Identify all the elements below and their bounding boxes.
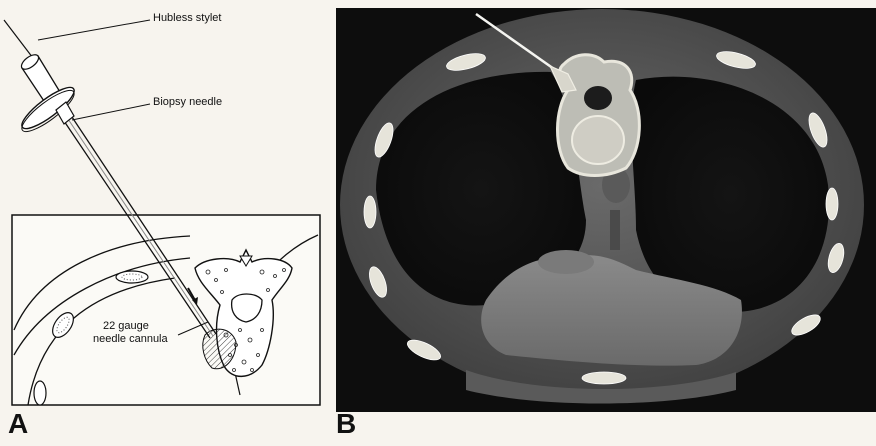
ct-vertebra bbox=[558, 55, 640, 176]
ct-mediastinal-node bbox=[538, 250, 594, 274]
panel-b-ct-image: B bbox=[336, 0, 876, 441]
label-biopsy-needle: Biopsy needle bbox=[153, 96, 222, 108]
needle-diagram bbox=[0, 0, 330, 441]
leader-needle bbox=[72, 104, 150, 120]
needle-hub bbox=[17, 52, 79, 137]
panel-letter-a: A bbox=[8, 410, 28, 438]
ct-scan bbox=[336, 0, 876, 441]
label-cannula-line2: needle cannula bbox=[93, 333, 168, 345]
label-cannula-line1: 22 gauge bbox=[103, 320, 149, 332]
label-hubless-stylet: Hubless stylet bbox=[153, 12, 221, 24]
panel-a-illustration: Hubless stylet Biopsy needle 22 gauge ne… bbox=[0, 0, 330, 441]
panel-letter-b: B bbox=[336, 410, 356, 438]
leader-stylet bbox=[38, 20, 150, 40]
ct-esophagus bbox=[610, 210, 620, 250]
